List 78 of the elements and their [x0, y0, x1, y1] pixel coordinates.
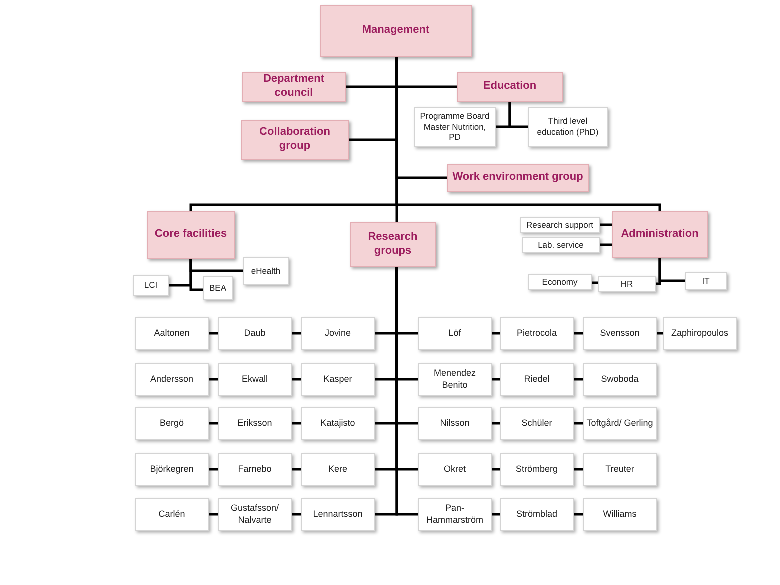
subunit-box: eHealth	[243, 257, 289, 285]
subunit-box: Svensson	[583, 317, 657, 350]
subunit-box: Swoboda	[583, 363, 657, 396]
connector-line	[600, 224, 612, 226]
connector-line	[492, 378, 500, 381]
unit-box: Research groups	[350, 222, 436, 267]
subunit-box: Pan-Hammarström	[418, 498, 492, 531]
subunit-box: Williams	[583, 498, 657, 531]
subunit-box: Ekwall	[218, 363, 292, 396]
subunit-box: Pietrocola	[500, 317, 574, 350]
connector-line	[190, 259, 243, 272]
connector-line	[574, 513, 583, 516]
subunit-box: Kasper	[301, 363, 375, 396]
subunit-box: Bergö	[135, 407, 209, 440]
subunit-box: Jovine	[301, 317, 375, 350]
subunit-box: Research support	[520, 217, 600, 233]
connector-line	[292, 422, 301, 425]
subunit-box: Third level education (PhD)	[528, 107, 608, 147]
subunit-box: Kere	[301, 453, 375, 486]
subunit-box: BEA	[203, 276, 233, 300]
subunit-box: Strömblad	[500, 498, 574, 531]
connector-line	[292, 513, 301, 516]
unit-box: Core facilities	[147, 211, 235, 259]
connector-line	[574, 468, 583, 471]
connector-line	[574, 378, 583, 381]
connector-line	[492, 468, 500, 471]
subunit-box: Schüler	[500, 407, 574, 440]
subunit-box: Daub	[218, 317, 292, 350]
connector-line	[600, 244, 612, 246]
subunit-box: Carlén	[135, 498, 209, 531]
subunit-box: Eriksson	[218, 407, 292, 440]
connector-line	[657, 332, 663, 335]
subunit-box: Economy	[528, 274, 592, 290]
subunit-box: Menendez Benito	[418, 363, 492, 396]
subunit-box: IT	[685, 272, 727, 290]
unit-box: Work environment group	[447, 164, 589, 192]
connector-line	[209, 422, 218, 425]
connector-line	[574, 332, 583, 335]
subunit-box: Zaphiropoulos	[663, 317, 737, 350]
connector-line	[396, 267, 418, 516]
subunit-box: Lennartsson	[301, 498, 375, 531]
unit-box: Management	[320, 5, 472, 57]
connector-line	[492, 513, 500, 516]
connector-line	[292, 378, 301, 381]
connector-line	[396, 57, 662, 211]
unit-box: Education	[457, 72, 563, 102]
subunit-box: Toftgård/ Gerling	[583, 407, 657, 440]
subunit-box: Nilsson	[418, 407, 492, 440]
connector-line	[492, 422, 500, 425]
connector-line	[209, 378, 218, 381]
connector-line	[209, 332, 218, 335]
subunit-box: Aaltonen	[135, 317, 209, 350]
subunit-box: Treuter	[583, 453, 657, 486]
connector-line	[209, 468, 218, 471]
connector-line	[209, 513, 218, 516]
subunit-box: Okret	[418, 453, 492, 486]
unit-box: Collaboration group	[241, 120, 349, 160]
connector-line	[658, 258, 685, 282]
subunit-box: Programme Board Master Nutrition, PD	[414, 107, 496, 147]
subunit-box: Farnebo	[218, 453, 292, 486]
connector-line	[508, 102, 528, 128]
subunit-box: Björkegren	[135, 453, 209, 486]
unit-box: Department council	[242, 72, 346, 102]
connector-line	[492, 332, 500, 335]
subunit-box: Andersson	[135, 363, 209, 396]
subunit-box: Gustafsson/ Nalvarte	[218, 498, 292, 531]
subunit-box: Lab. service	[522, 237, 600, 253]
subunit-box: Katajisto	[301, 407, 375, 440]
subunit-box: Riedel	[500, 363, 574, 396]
subunit-box: Löf	[418, 317, 492, 350]
subunit-box: HR	[598, 276, 656, 292]
connector-line	[292, 468, 301, 471]
unit-box: Administration	[612, 211, 708, 258]
connector-line	[574, 422, 583, 425]
subunit-box: LCI	[133, 275, 169, 296]
subunit-box: Strömberg	[500, 453, 574, 486]
connector-line	[292, 332, 301, 335]
connector-line	[592, 282, 598, 284]
